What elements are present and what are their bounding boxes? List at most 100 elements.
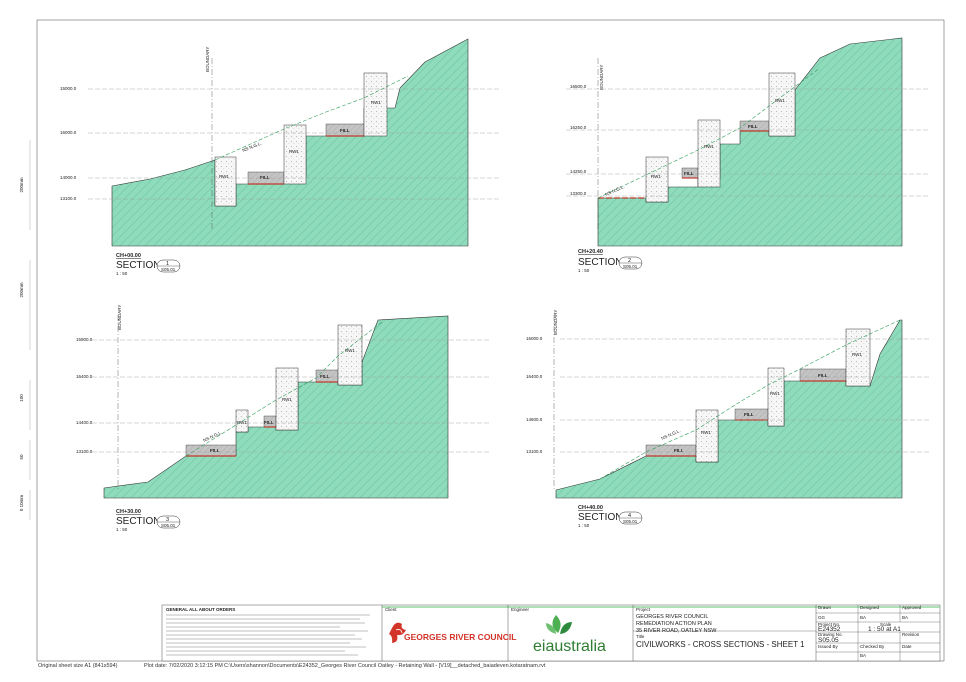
section-4: BOUNDARY NS N.G.L. RW1 RW1 RW1 FILL FILL…	[526, 310, 930, 528]
scale-label: Scale	[880, 622, 892, 627]
notes-text	[166, 614, 370, 656]
fill-label: FILL	[818, 373, 828, 378]
natural-ground-line	[597, 67, 821, 199]
level-markers	[92, 339, 490, 453]
date-label: Date	[902, 644, 912, 649]
boundary-label: BOUNDARY	[117, 305, 122, 330]
engineer-label: Engineer	[511, 607, 530, 612]
section-scale: 1 : 50	[116, 271, 128, 276]
level-label: 16400.0	[76, 374, 93, 379]
client-label: Client	[385, 607, 397, 612]
chainage-label: CH+00.00	[116, 253, 141, 259]
retaining-wall	[845, 328, 871, 387]
boundary-label: BOUNDARY	[553, 310, 558, 335]
fill-label: FILL	[320, 374, 330, 379]
fill-label: FILL	[260, 175, 270, 180]
client-name: GEORGES RIVER COUNCIL	[404, 632, 516, 642]
level-label: 14000.0	[60, 175, 77, 180]
notes-heading: GENERAL ALL ABOUT ORDERS	[166, 607, 235, 612]
level-label: 16250.0	[570, 125, 587, 130]
chainage-label: CH+20.40	[578, 249, 603, 255]
section-scale: 1 : 50	[578, 523, 590, 528]
retaining-wall	[363, 72, 388, 137]
retaining-wall	[767, 367, 785, 427]
section-title: SECTION	[116, 516, 160, 527]
section-ref: S05.01	[161, 523, 176, 528]
footer-file-path: C:\Users\shannon\Documents\E24352_George…	[224, 663, 546, 669]
project-label: Project	[636, 607, 651, 612]
natural-ground-line	[599, 319, 901, 480]
title-block: GENERAL ALL ABOUT ORDERS Client GEORGES …	[161, 604, 941, 662]
retaining-wall	[695, 409, 719, 463]
designed-value: BA	[860, 615, 866, 620]
retaining-wall	[768, 72, 796, 137]
level-label: 15900.0	[76, 337, 93, 342]
level-label: 16500.0	[570, 84, 587, 89]
scale-value: 1 : 50 at A1	[868, 626, 901, 633]
section-title: SECTION	[116, 260, 160, 271]
section-number: 3	[166, 517, 169, 523]
ngl-label: NS N.G.L.	[660, 428, 681, 441]
title-label: Title	[636, 634, 645, 639]
margin-mark-label: 50	[19, 454, 24, 460]
fill-label: FILL	[674, 448, 684, 453]
section-number: 4	[628, 513, 631, 519]
section-scale: 1 : 50	[578, 268, 590, 273]
wall-label: RW1	[219, 174, 229, 179]
footer-plot-date: Plot date: 7/02/2020 3:12:15 PM	[144, 663, 223, 669]
level-markers	[566, 88, 930, 197]
retaining-wall	[214, 156, 237, 207]
issued-by-label: Issued By	[818, 644, 839, 649]
wall-label: RW1	[704, 144, 714, 149]
drawing-title: CIVILWORKS - CROSS SECTIONS - SHEET 1	[636, 640, 805, 649]
ngl-label: NS N.G.L.	[604, 184, 625, 197]
ngl-label: NS N.G.L.	[202, 430, 223, 443]
section-1: BOUNDARY NS N.G.L. RW1 RW1 RW1 FILL FILL…	[60, 38, 500, 276]
boundary-label: BOUNDARY	[599, 65, 604, 90]
level-label: 13100.0	[76, 449, 93, 454]
retaining-wall	[283, 124, 307, 185]
level-markers	[88, 88, 500, 200]
level-label: 14600.0	[526, 417, 543, 422]
natural-ground-line	[214, 75, 409, 161]
approved-value: BA	[902, 615, 908, 620]
section-ref: S05.01	[623, 264, 638, 269]
chainage-label: CH+40.00	[578, 505, 603, 511]
drawing-no-label: Drawing No.	[818, 632, 843, 637]
drawn-label: Drawn	[818, 605, 832, 610]
level-label: 14400.0	[76, 420, 93, 425]
council-logo-icon	[389, 622, 406, 643]
boundary-label: BOUNDARY	[205, 47, 210, 72]
fill-label: FILL	[340, 128, 350, 133]
margin-mark-label: 100	[19, 394, 24, 402]
section-ref: S05.01	[623, 519, 638, 524]
project-no-label: Project No.	[818, 622, 840, 627]
section-number: 2	[628, 258, 631, 264]
level-label: 13100.0	[526, 449, 543, 454]
section-3: BOUNDARY NS N.G.L. RW1 RW1 RW1 FILL FILL…	[76, 305, 490, 532]
fill-label: FILL	[744, 412, 754, 417]
project-no-value: E24352	[818, 626, 841, 633]
level-label: 16000.0	[526, 336, 543, 341]
wall-label: RW1	[701, 430, 711, 435]
section-ref: S05.01	[161, 267, 176, 272]
section-title: SECTION	[578, 257, 622, 268]
section-2: BOUNDARY NS N.G.L. RW1 RW1 RW1 FILL FILL…	[566, 37, 930, 273]
section-scale: 1 : 50	[116, 527, 128, 532]
wall-label: RW1	[371, 100, 381, 105]
project-line: REMEDIATION ACTION PLAN	[636, 621, 712, 627]
level-label: 13100.0	[60, 196, 77, 201]
checked-by-label: Checked By	[860, 644, 885, 649]
project-line: GEORGES RIVER COUNCIL	[636, 614, 708, 620]
level-markers	[560, 338, 930, 453]
wall-label: RW1	[651, 174, 661, 179]
wall-label: RW1	[770, 391, 780, 396]
drawn-value: GG	[818, 615, 826, 620]
wall-label: RW1	[345, 348, 355, 353]
fill-label: FILL	[748, 124, 758, 129]
level-label: 16400.0	[526, 374, 543, 379]
engineer-name: eiaustralia	[533, 638, 606, 655]
fill-label: FILL	[210, 448, 220, 453]
ngl-label: NS N.G.L.	[242, 141, 263, 153]
